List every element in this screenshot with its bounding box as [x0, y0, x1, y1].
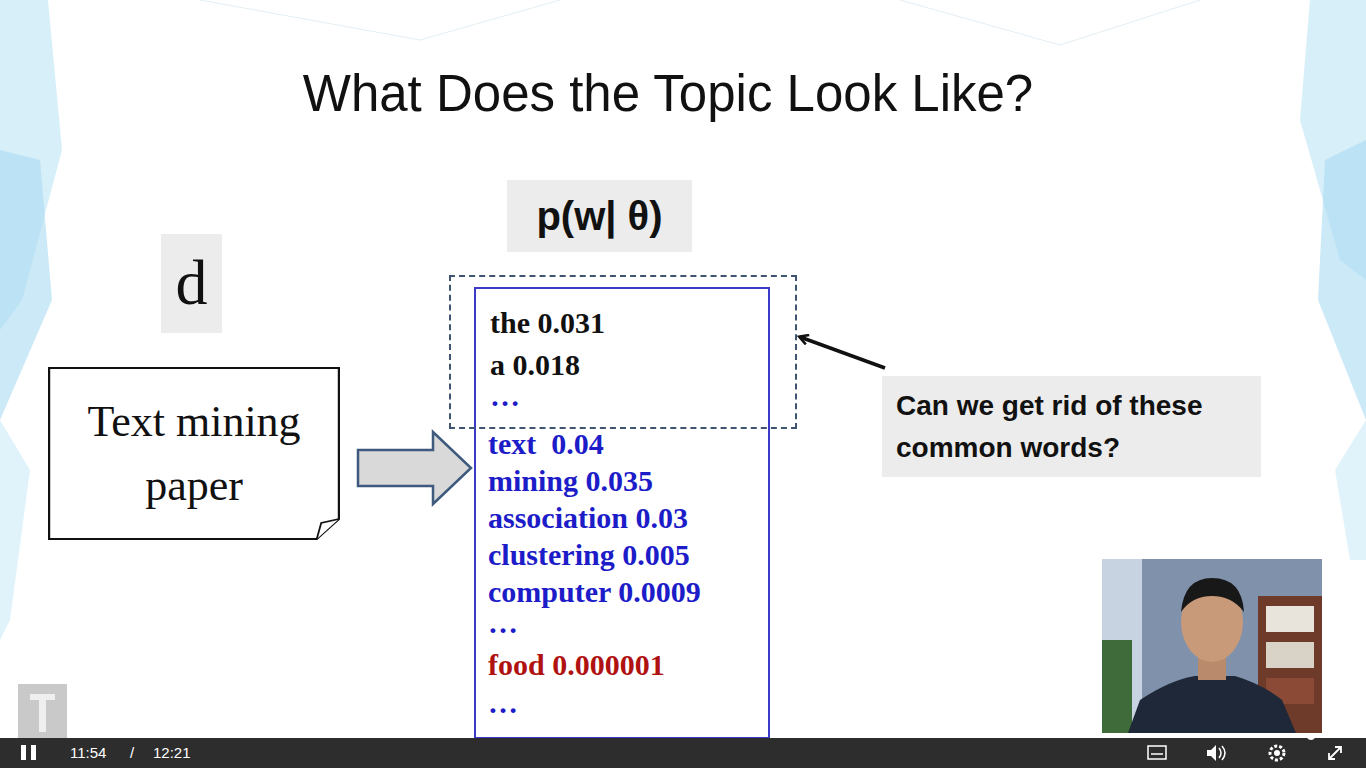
- settings-icon: [1270, 746, 1284, 760]
- document-shape: Text mining paper: [48, 367, 340, 540]
- pointer-arrow: [800, 337, 885, 368]
- time-label: 12:21: [153, 744, 191, 762]
- word-probability: association 0.03: [488, 499, 688, 536]
- page-fold: [317, 519, 339, 539]
- block-arrow: [358, 432, 471, 504]
- word-distribution-box: text 0.04mining 0.035association 0.03clu…: [474, 287, 770, 739]
- page-outline: [49, 368, 339, 539]
- side-shape: [1318, 140, 1366, 420]
- player-controls: [0, 738, 1366, 768]
- webcam-image: [1102, 559, 1322, 733]
- word-probability: a 0.018: [490, 346, 580, 383]
- time-label: 11:54: [70, 744, 106, 762]
- node-text: d: [176, 245, 208, 322]
- pause-icon: [21, 745, 26, 760]
- network-lines: [200, 0, 1200, 45]
- time-label: /: [130, 744, 134, 762]
- word-probability: the 0.031: [490, 304, 605, 341]
- player-bar: 11:54 / 12:21: [0, 738, 1366, 768]
- fullscreen-icon: [1329, 747, 1341, 759]
- word-probability: …: [488, 684, 518, 721]
- connector: [358, 432, 471, 504]
- word-probability: …: [490, 377, 520, 414]
- word-probability: clustering 0.005: [488, 536, 690, 573]
- pause-icon: [31, 745, 36, 760]
- side-shape: [1335, 420, 1366, 560]
- word-probability: computer 0.0009: [488, 573, 701, 610]
- course-logo: [18, 684, 67, 740]
- word-probability: food 0.000001: [488, 646, 665, 683]
- node-text: p(w| θ): [536, 192, 662, 240]
- connector: [800, 337, 885, 368]
- progress-knob: [1307, 738, 1315, 740]
- question-callout: Can we get rid of these common words?: [882, 376, 1261, 477]
- word-probability: …: [488, 604, 518, 641]
- captions-icon: [1148, 746, 1166, 759]
- side-shape: [0, 420, 30, 640]
- node-text: Can we get rid of these common words?: [896, 385, 1247, 469]
- node-text: Text mining paper: [48, 390, 340, 518]
- volume-icon: [1207, 745, 1216, 761]
- formula-box: p(w| θ): [507, 180, 692, 252]
- side-shape: [0, 150, 52, 420]
- document-outline: [48, 367, 340, 540]
- word-probability: text 0.04: [488, 425, 604, 462]
- word-probability: mining 0.035: [488, 462, 653, 499]
- variable-label-box: d: [161, 234, 222, 333]
- common-words-box: the 0.031 a 0.018…: [449, 275, 797, 429]
- slide-title: What Does the Topic Look Like?: [0, 60, 1336, 128]
